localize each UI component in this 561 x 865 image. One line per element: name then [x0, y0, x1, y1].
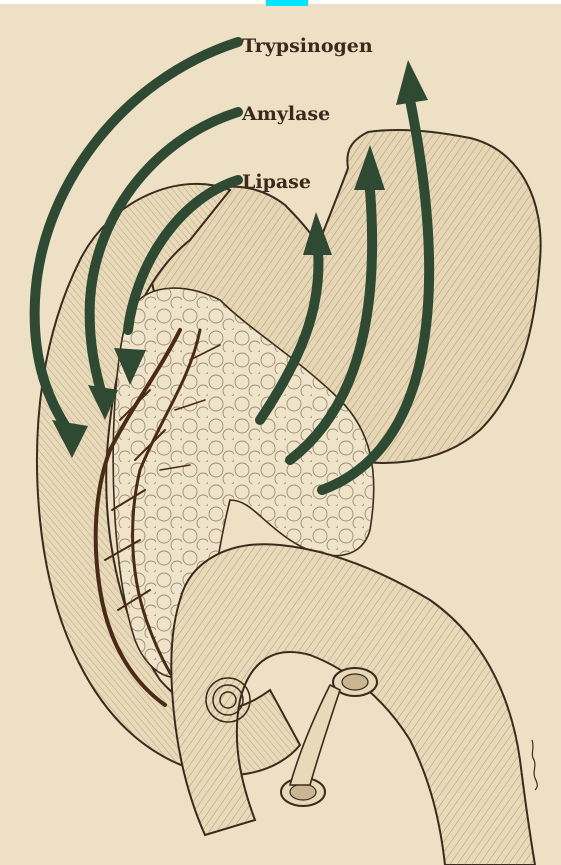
top-accent-mark — [266, 0, 308, 6]
label-lipase: Lipase — [242, 171, 311, 193]
label-amylase: Amylase — [241, 103, 330, 125]
label-trypsinogen: Trypsinogen — [242, 35, 373, 57]
